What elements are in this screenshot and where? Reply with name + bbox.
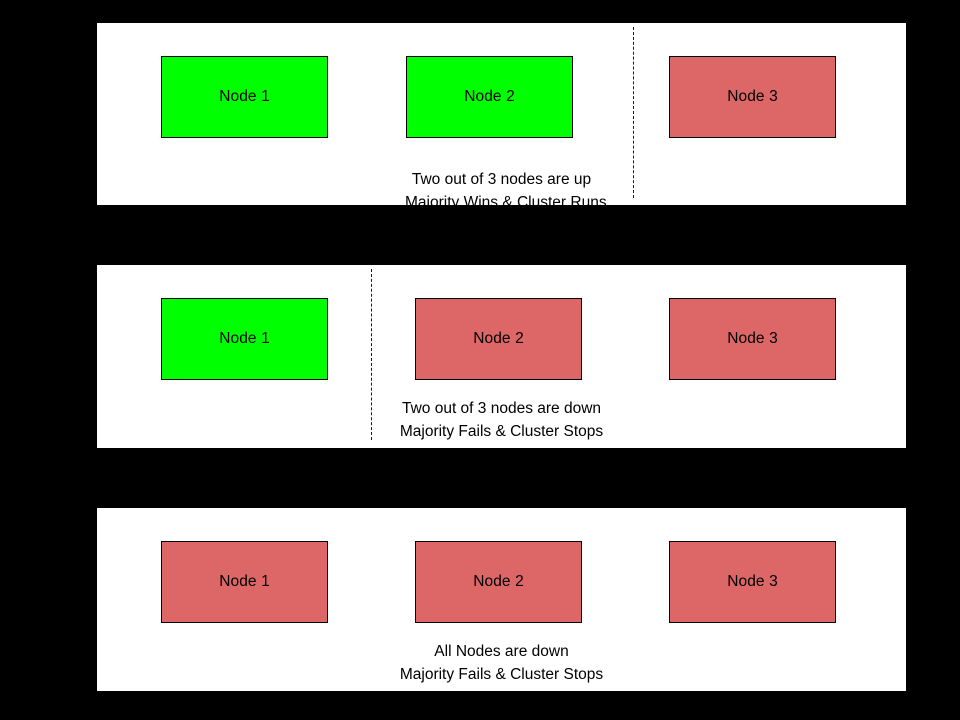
node-box-1[interactable]: Node 1 (161, 298, 328, 380)
node-label: Node 3 (727, 573, 778, 591)
panel-caption: Two out of 3 nodes are up , Majority Win… (97, 169, 906, 214)
node-label: Node 2 (473, 573, 524, 591)
quorum-divider (371, 269, 372, 440)
node-label: Node 3 (727, 88, 778, 106)
caption-line-2: , Majority Wins & Cluster Runs (396, 193, 607, 211)
node-label: Node 1 (219, 88, 270, 106)
panel-scenario-all-down: Node 1 Node 2 Node 3 All Nodes are down … (97, 508, 906, 691)
node-box-3[interactable]: Node 3 (669, 56, 836, 138)
node-label: Node 1 (219, 330, 270, 348)
panel-scenario-two-up: Node 1 Node 2 Node 3 Two out of 3 nodes … (97, 23, 906, 211)
node-label: Node 1 (219, 573, 270, 591)
panel-caption: Two out of 3 nodes are down Majority Fai… (97, 398, 906, 443)
node-box-1[interactable]: Node 1 (161, 56, 328, 138)
node-box-3[interactable]: Node 3 (669, 298, 836, 380)
node-label: Node 3 (727, 330, 778, 348)
caption-line-1: Two out of 3 nodes are up (411, 171, 592, 188)
node-label: Node 2 (464, 88, 515, 106)
node-box-2[interactable]: Node 2 (415, 298, 582, 380)
panel-caption: All Nodes are down Majority Fails & Clus… (97, 641, 906, 686)
node-box-2[interactable]: Node 2 (406, 56, 573, 138)
caption-line-2: Majority Fails & Cluster Stops (399, 665, 604, 683)
quorum-divider (633, 27, 634, 198)
node-box-3[interactable]: Node 3 (669, 541, 836, 623)
panel-scenario-two-down: Node 1 Node 2 Node 3 Two out of 3 nodes … (97, 265, 906, 448)
node-label: Node 2 (473, 330, 524, 348)
caption-line-1: Two out of 3 nodes are down (401, 400, 602, 417)
node-box-2[interactable]: Node 2 (415, 541, 582, 623)
node-box-1[interactable]: Node 1 (161, 541, 328, 623)
caption-line-2: Majority Fails & Cluster Stops (399, 422, 604, 440)
caption-line-1: All Nodes are down (434, 643, 569, 660)
